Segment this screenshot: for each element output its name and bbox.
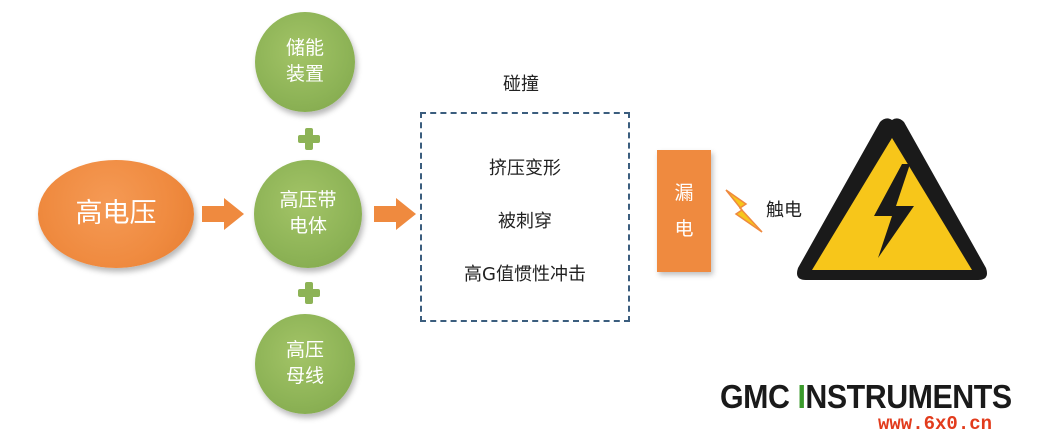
high-voltage-label: 高电压 [75, 197, 157, 229]
hv-busbar-node: 高压 母线 [255, 314, 355, 414]
contact-label: 触电 [766, 200, 802, 221]
collision-box [420, 112, 630, 322]
collision-item: 被刺穿 [498, 211, 552, 232]
plus-icon [298, 282, 320, 304]
gmc-instruments-logo: GMC INSTRUMENTS [720, 378, 1012, 416]
hv-busbar-line2: 母线 [285, 365, 324, 387]
collision-title: 碰撞 [503, 74, 539, 95]
energy-storage-line1: 储能 [285, 37, 324, 60]
plus-icon [298, 128, 320, 150]
hv-body-node: 高压带 电体 [254, 160, 362, 268]
high-voltage-warning-icon [797, 118, 987, 281]
leakage-line2: 电 [674, 218, 694, 240]
hv-body-line2: 电体 [288, 215, 327, 237]
lightning-bolt-icon [725, 189, 763, 233]
leakage-line1: 漏 [674, 181, 694, 204]
high-voltage-node: 高电压 [38, 160, 194, 268]
energy-storage-node: 储能 装置 [255, 12, 355, 112]
arrow-right-icon [374, 198, 416, 230]
site-watermark: www.6x0.cn [878, 413, 993, 435]
energy-storage-line2: 装置 [285, 63, 324, 85]
collision-item: 挤压变形 [489, 158, 561, 179]
logo-prefix: GMC [720, 378, 798, 415]
logo-highlight: I [797, 378, 806, 415]
logo-suffix: NSTRUMENTS [805, 378, 1012, 415]
hv-busbar-line1: 高压 [285, 339, 324, 362]
leakage-node: 漏 电 [657, 150, 711, 272]
arrow-right-icon [202, 198, 244, 230]
hv-body-line1: 高压带 [279, 189, 337, 212]
collision-item: 高G值惯性冲击 [464, 264, 586, 285]
